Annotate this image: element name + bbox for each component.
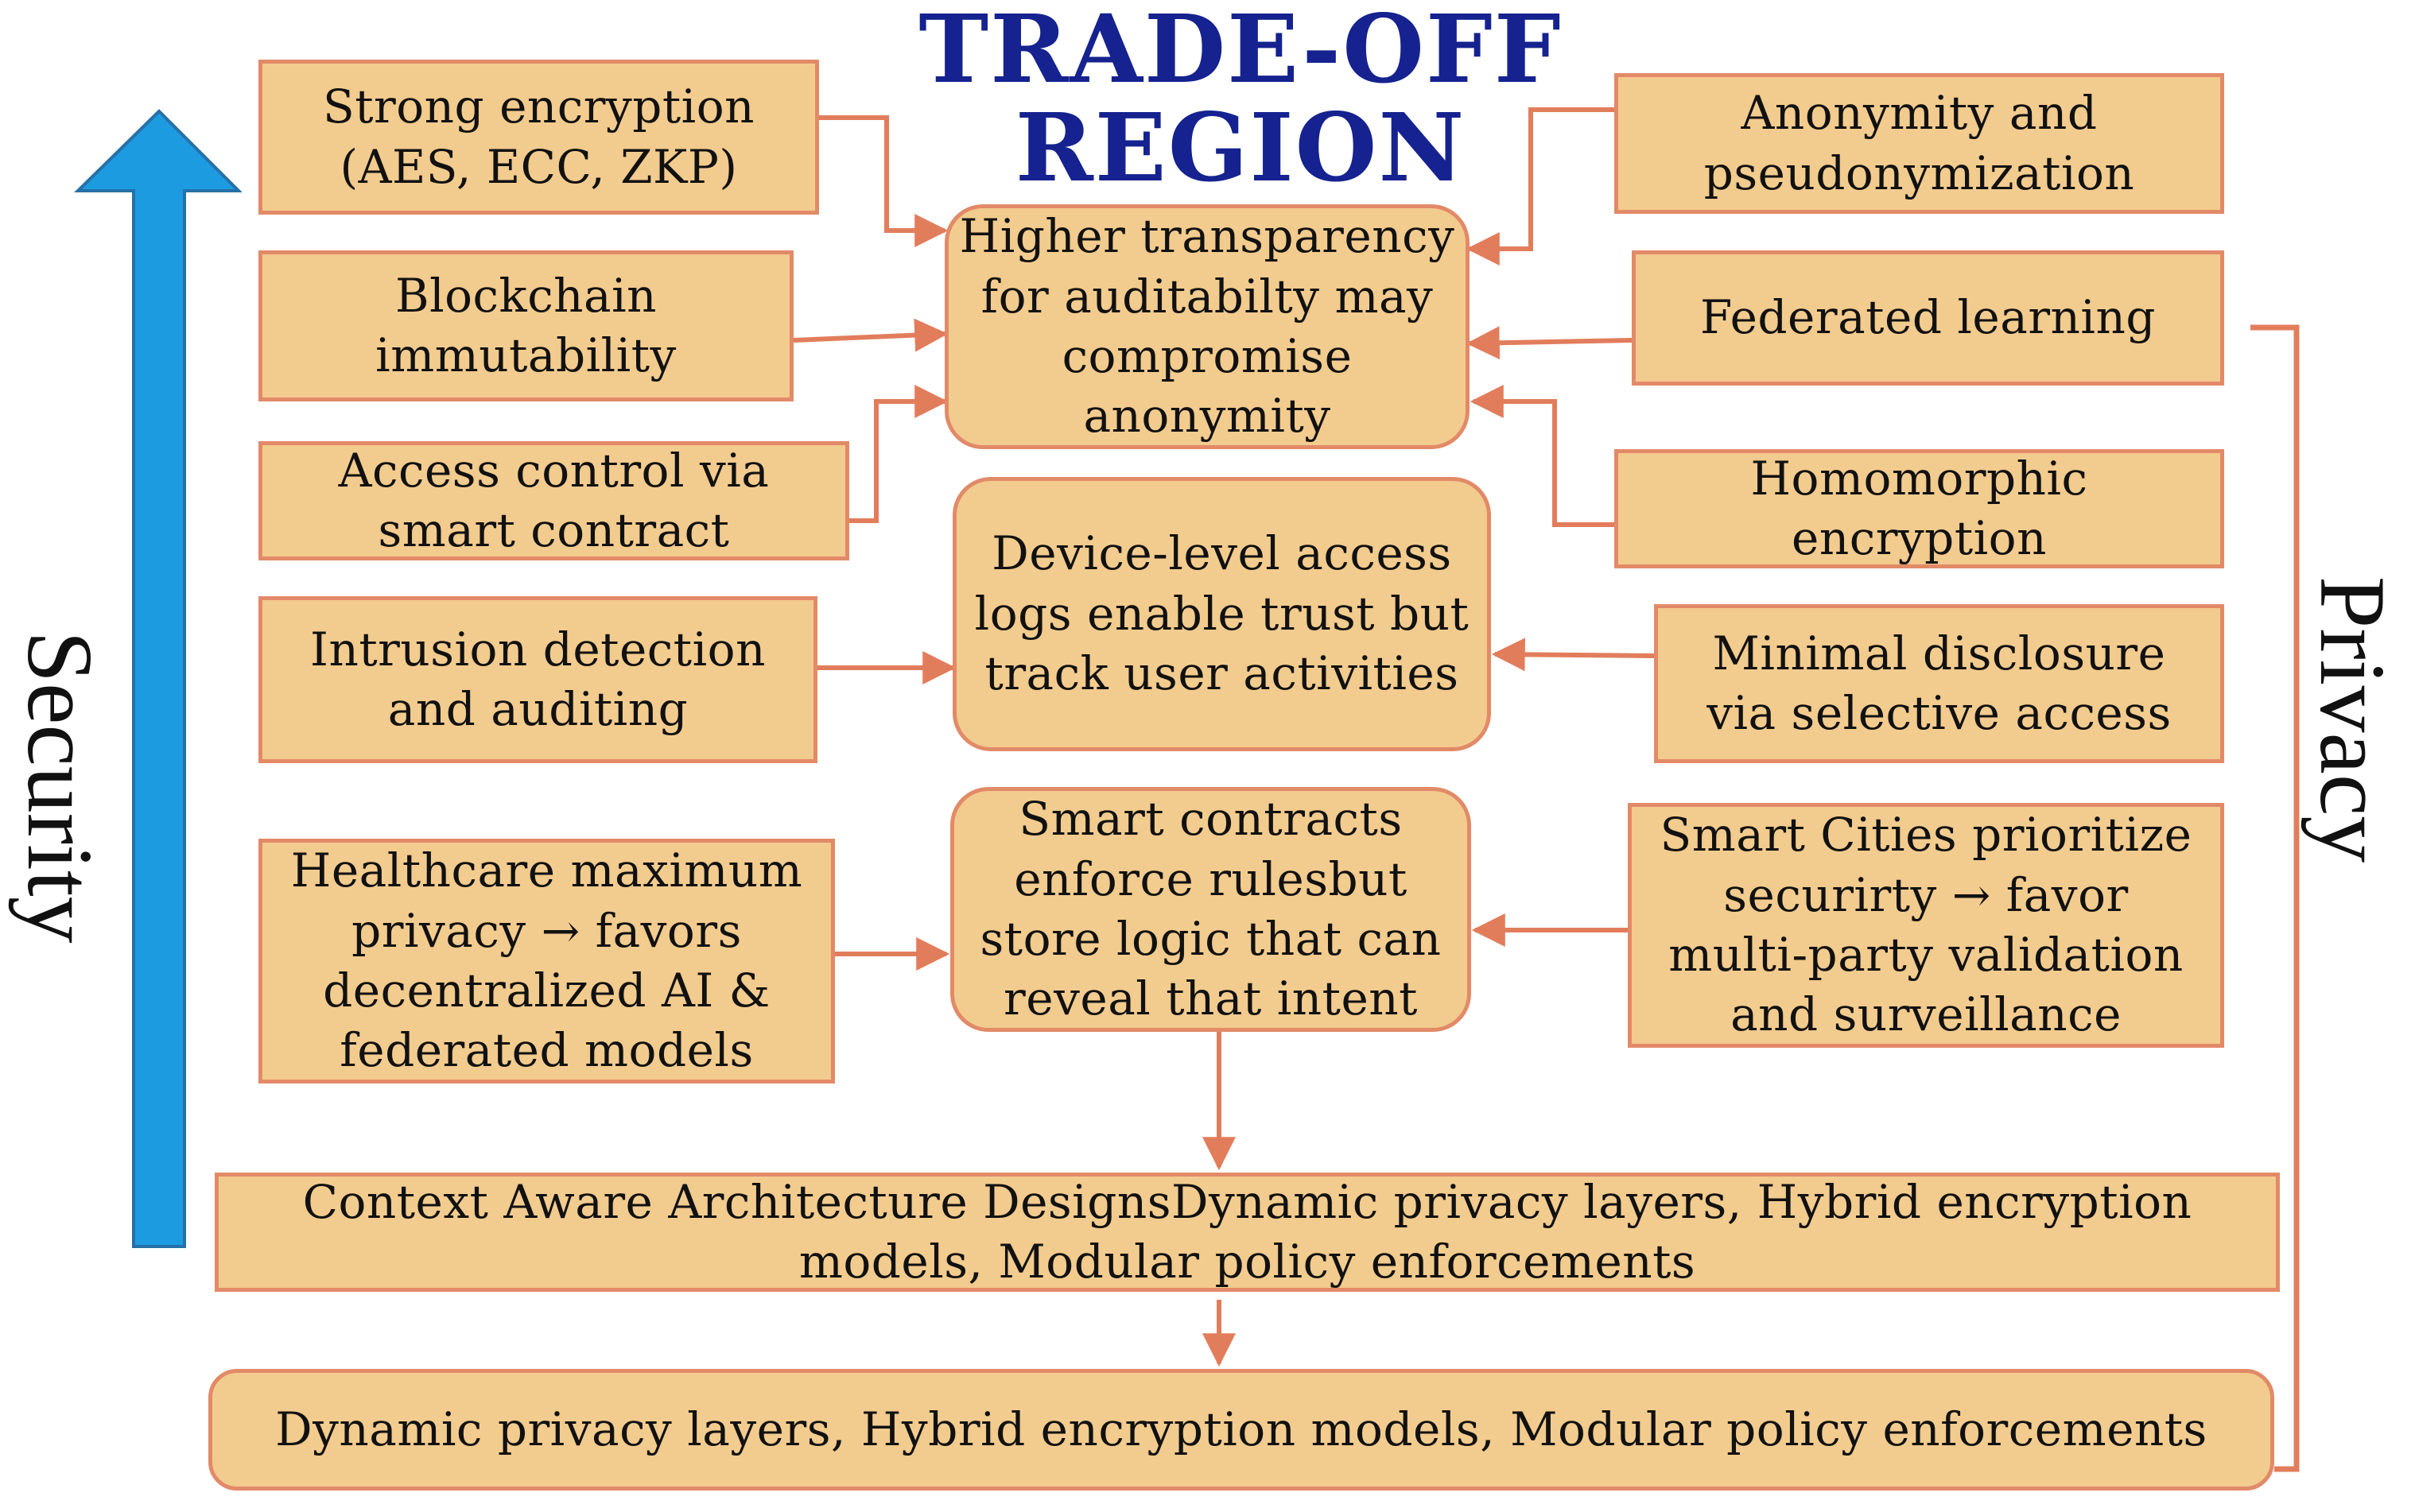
privacy-axis-text: Privacy [2300,576,2405,863]
trade-off-region-title: TRADE-OFF REGION [918,0,1563,203]
box-intrusion-detection: Intrusion detection and auditing [258,596,817,763]
box-higher-transparency: Higher transparency for auditabilty may … [945,204,1470,449]
box-text: Healthcare maximum privacy → favors dece… [290,843,803,1078]
box-text: Minimal disclosure via selective access [1706,626,2172,740]
privacy-bracket [2250,324,2300,1472]
box-text: Strong encryption (AES, ECC, ZKP) [322,79,755,194]
box-text: Dynamic privacy layers, Hybrid encryptio… [275,1402,2207,1456]
arrow-strong-encryption [819,115,949,247]
arrow-federated [1466,326,1633,360]
box-text: Homomorphic encryption [1750,451,2088,565]
box-access-control: Access control via smart contract [258,441,849,560]
box-device-level-logs: Device-level access logs enable trust bu… [953,477,1491,751]
box-text: Context Aware Architecture DesignsDynami… [302,1174,2192,1289]
box-federated-learning: Federated learning [1632,250,2224,386]
box-dynamic-privacy-layers: Dynamic privacy layers, Hybrid encryptio… [208,1369,2274,1491]
box-anonymity: Anonymity and pseudonymization [1614,73,2224,214]
box-text: Intrusion detection and auditing [310,622,766,736]
box-smart-cities: Smart Cities prioritize securirty → favo… [1628,803,2224,1048]
security-axis-text: Security [8,630,112,944]
security-axis-arrow [74,109,243,1248]
box-minimal-disclosure: Minimal disclosure via selective access [1654,604,2224,763]
security-axis-label: Security [4,604,115,970]
box-strong-encryption: Strong encryption (AES, ECC, ZKP) [258,60,819,215]
box-text: Higher transparency for auditabilty may … [959,209,1455,444]
box-text: Device-level access logs enable trust bu… [974,526,1470,701]
arrow-anonymity [1466,107,1614,266]
box-blockchain-immutability: Blockchain immutability [258,250,794,401]
arrow-homomorphic [1470,385,1614,527]
arrow-access-control [849,385,949,523]
box-text: Blockchain immutability [375,268,677,382]
box-text: Smart Cities prioritize securirty → favo… [1660,808,2192,1042]
box-context-aware-designs: Context Aware Architecture DesignsDynami… [215,1173,2280,1292]
box-text: Smart contracts enforce rulesbut store l… [980,792,1442,1026]
box-smart-contracts: Smart contracts enforce rulesbut store l… [950,787,1471,1032]
box-healthcare: Healthcare maximum privacy → favors dece… [258,839,835,1084]
box-text: Access control via smart contract [338,443,770,557]
box-text: Federated learning [1700,290,2156,345]
arrow-blockchain [793,318,949,352]
privacy-axis-label: Privacy [2297,560,2408,878]
arrow-minimal-disclosure [1491,638,1655,672]
box-text: Anonymity and pseudonymization [1703,86,2135,200]
box-homomorphic-encryption: Homomorphic encryption [1614,449,2224,568]
